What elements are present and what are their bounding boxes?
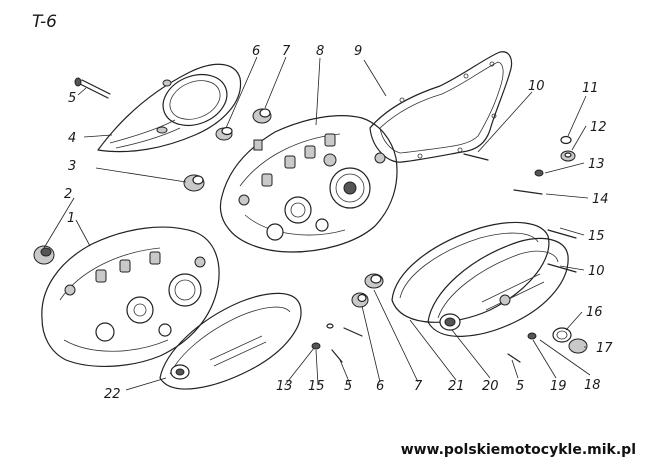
callout-6: 6 [252,44,260,59]
right-cover-part [427,237,569,337]
callout-17: 17 [596,341,613,356]
lower-left-cover-part [159,292,302,390]
left-crankcase-part [41,226,220,367]
callout-labels: 1 2 3 4 5 6 7 8 9 10 11 12 13 14 15 10 1… [64,44,613,402]
callout-22: 22 [104,387,121,402]
gasket-part [369,51,513,163]
callout-19: 19 [550,379,567,394]
callout-5-lower: 5 [344,379,352,394]
callout-7-lower: 7 [414,379,423,394]
drain-plug-part [33,245,55,265]
right-gasket-part [391,221,550,323]
callout-14: 14 [592,192,609,207]
right-crankcase-part [219,115,398,253]
callout-15-lower: 15 [308,379,325,394]
callout-5-right: 5 [516,379,524,394]
callout-6-lower: 6 [376,379,384,394]
callout-21: 21 [448,379,465,394]
callout-10: 10 [528,79,545,94]
callout-15: 15 [588,229,605,244]
callout-9: 9 [354,44,362,59]
callout-11: 11 [582,81,599,96]
figure-title: T-6 [32,12,57,32]
cap-part [552,327,588,354]
source-url: www.polskiemotocykle.mik.pl [401,442,636,458]
washer-nut-part [560,135,576,162]
callout-3: 3 [68,159,76,174]
callout-7: 7 [282,44,291,59]
leader-lines [43,56,591,391]
callout-13: 13 [588,157,605,172]
lower-hardware-part [311,273,384,363]
screw-part [74,77,111,99]
callout-10-lower: 10 [588,264,605,279]
callout-12: 12 [590,120,607,135]
callout-20: 20 [482,379,499,394]
screw-set-part [463,153,577,363]
callout-5: 5 [68,91,76,106]
callout-1: 1 [67,211,75,226]
callout-16: 16 [586,305,603,320]
bushing-part [215,108,272,151]
callout-8: 8 [316,44,324,59]
callout-4: 4 [68,131,76,146]
seal-ring-part [183,174,205,192]
callout-18: 18 [584,378,601,393]
callout-13-lower: 13 [276,379,293,394]
front-cover-part [97,63,242,153]
callout-2: 2 [64,187,72,202]
